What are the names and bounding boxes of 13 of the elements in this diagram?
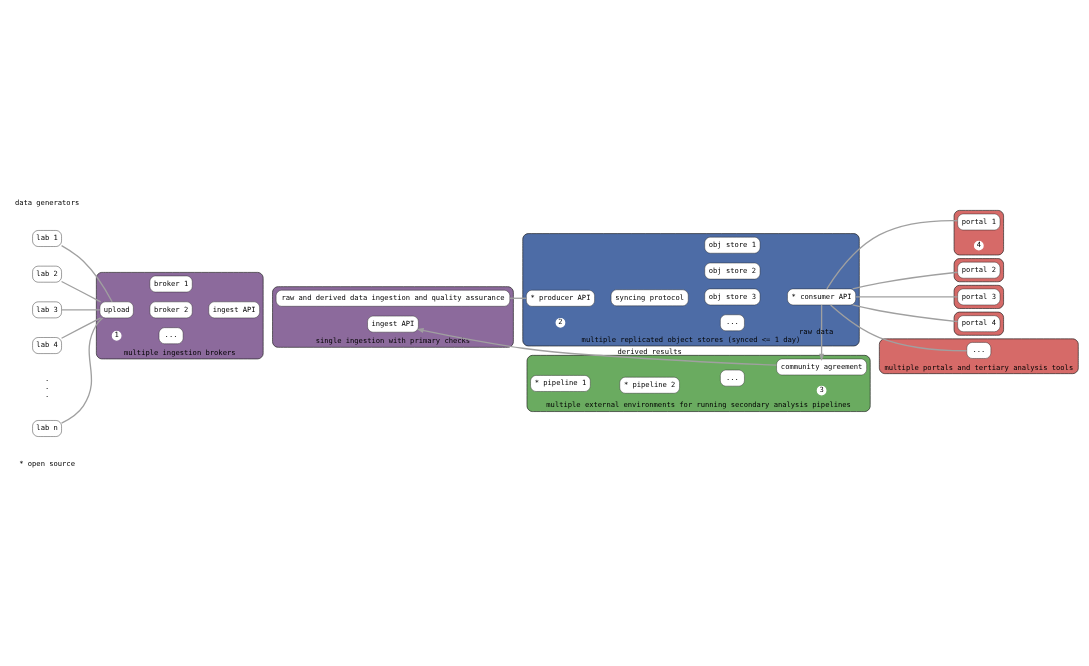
connector xyxy=(829,303,968,351)
connector xyxy=(855,295,959,298)
connector xyxy=(60,316,102,339)
connector xyxy=(60,316,104,424)
arrow xyxy=(416,327,778,366)
connector xyxy=(852,271,959,290)
connector xyxy=(826,219,959,289)
connector xyxy=(60,280,102,302)
connector xyxy=(60,308,101,311)
cluster xyxy=(522,232,860,346)
connector xyxy=(852,303,959,322)
connector xyxy=(60,244,113,302)
arrow xyxy=(819,303,825,361)
